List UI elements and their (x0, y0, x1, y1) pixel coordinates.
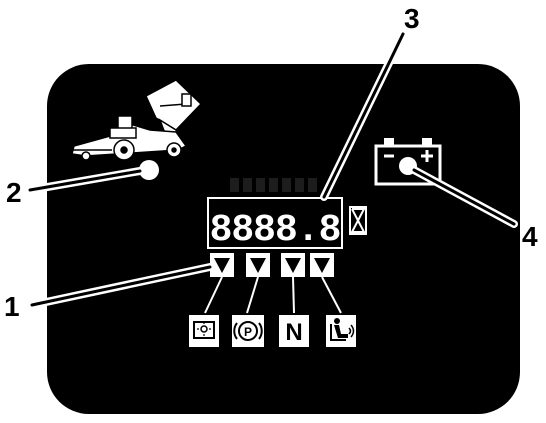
down-arrow-icon (246, 253, 270, 277)
display-digits: 8888.8 (210, 209, 341, 252)
pto-symbol-icon (189, 315, 219, 347)
battery-icon (374, 138, 442, 186)
inactive-segment-row (230, 178, 317, 192)
down-arrow-icon (310, 253, 334, 277)
hourglass-icon (349, 206, 367, 235)
connector-lines (204, 276, 342, 314)
callout-1-label: 1 (4, 291, 20, 322)
down-arrow-icon (210, 253, 234, 277)
callout-4-label: 4 (522, 221, 538, 252)
callout-leaders (26, 30, 518, 309)
seat-occupied-symbol-icon (326, 315, 356, 347)
arrow-indicator-row (210, 253, 334, 277)
mower-bagger-icon (71, 79, 203, 161)
svg-text:N: N (285, 319, 302, 346)
svg-text:P: P (244, 325, 252, 339)
digital-display: 8888.8 (207, 197, 343, 252)
callout-2-label: 2 (6, 177, 22, 208)
neutral-symbol-icon: N (279, 315, 309, 347)
down-arrow-icon (281, 253, 305, 277)
parking-brake-symbol-icon: P (232, 315, 264, 347)
callout-3-label: 3 (404, 3, 420, 34)
status-light (139, 160, 159, 180)
